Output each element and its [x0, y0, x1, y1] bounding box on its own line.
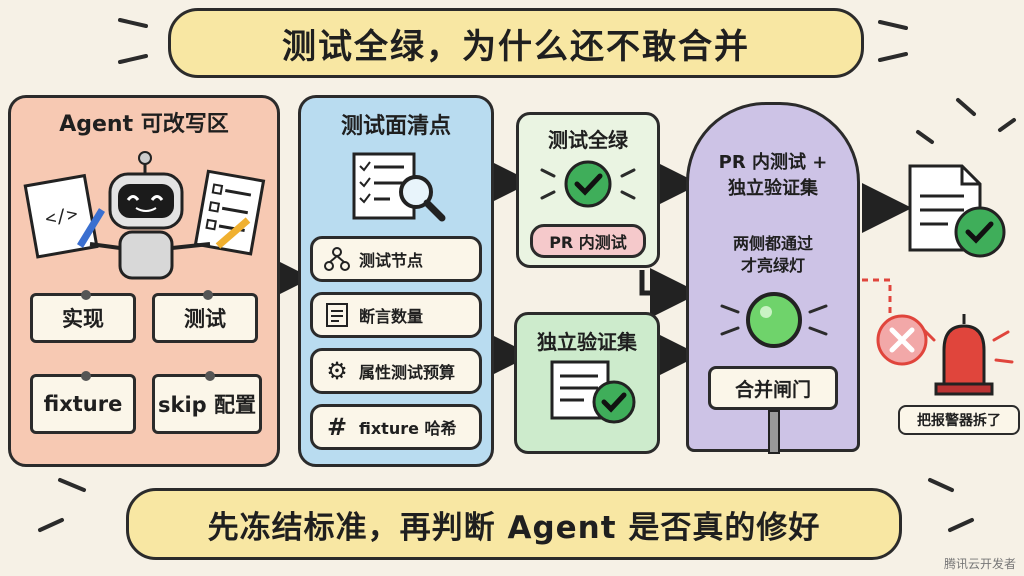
- alarm-removed-label: 把报警器拆了: [898, 405, 1020, 435]
- arrow-gate-to-alarm: [862, 278, 892, 320]
- pin-icon: [205, 371, 215, 381]
- inventory-item-assertion-count: 断言数量: [310, 292, 482, 338]
- tests-green-title: 测试全绿: [548, 128, 628, 152]
- merge-gate-button[interactable]: 合并闸门: [708, 366, 838, 410]
- test-inventory-title: 测试面清点: [340, 114, 451, 139]
- inventory-item-fixture-hash: # fixture 哈希: [310, 404, 482, 450]
- gate-note-line1: 两侧都通过: [732, 234, 813, 253]
- agent-zone-title: Agent 可改写区: [59, 112, 229, 137]
- broken-alarm-icon: [876, 314, 1014, 396]
- pin-icon: [203, 290, 213, 300]
- pr-tests-tag: PR 内测试: [530, 224, 646, 258]
- watermark: 腾讯云开发者: [943, 557, 1016, 571]
- green-check-icon: [540, 160, 636, 208]
- approved-doc-icon: [908, 164, 1006, 258]
- note-fixture: fixture: [30, 371, 136, 434]
- hash-icon: #: [326, 413, 348, 441]
- page-title: 测试全绿，为什么还不敢合并: [168, 8, 864, 78]
- checklist-magnifier-icon: [352, 152, 446, 222]
- green-light-icon: [720, 292, 828, 348]
- doc-check-icon: [550, 360, 636, 424]
- arrow-green-to-gate-down: [639, 268, 700, 318]
- inventory-item-test-nodes: 测试节点: [310, 236, 482, 282]
- gate-note-line2: 才亮绿灯: [740, 256, 805, 275]
- holdout-title: 独立验证集: [537, 330, 637, 354]
- gate-title-line2: 独立验证集: [728, 178, 818, 199]
- decor-scribbles: [38, 18, 1016, 532]
- note-tests: 测试: [152, 290, 258, 343]
- nodes-icon: [323, 245, 351, 273]
- gate-title-line1: PR 内测试 +: [718, 152, 828, 173]
- pin-icon: [81, 371, 91, 381]
- list-icon: [323, 301, 351, 329]
- gate-post: [768, 410, 780, 454]
- note-skip-config: skip 配置: [152, 371, 262, 434]
- gear-icon: ⚙: [326, 357, 348, 385]
- note-implementation: 实现: [30, 290, 136, 343]
- inventory-item-property-budget: ⚙ 属性测试预算: [310, 348, 482, 394]
- robot-icon: </>: [23, 151, 266, 280]
- footer-banner: 先冻结标准，再判断 Agent 是否真的修好: [126, 488, 902, 560]
- pin-icon: [81, 290, 91, 300]
